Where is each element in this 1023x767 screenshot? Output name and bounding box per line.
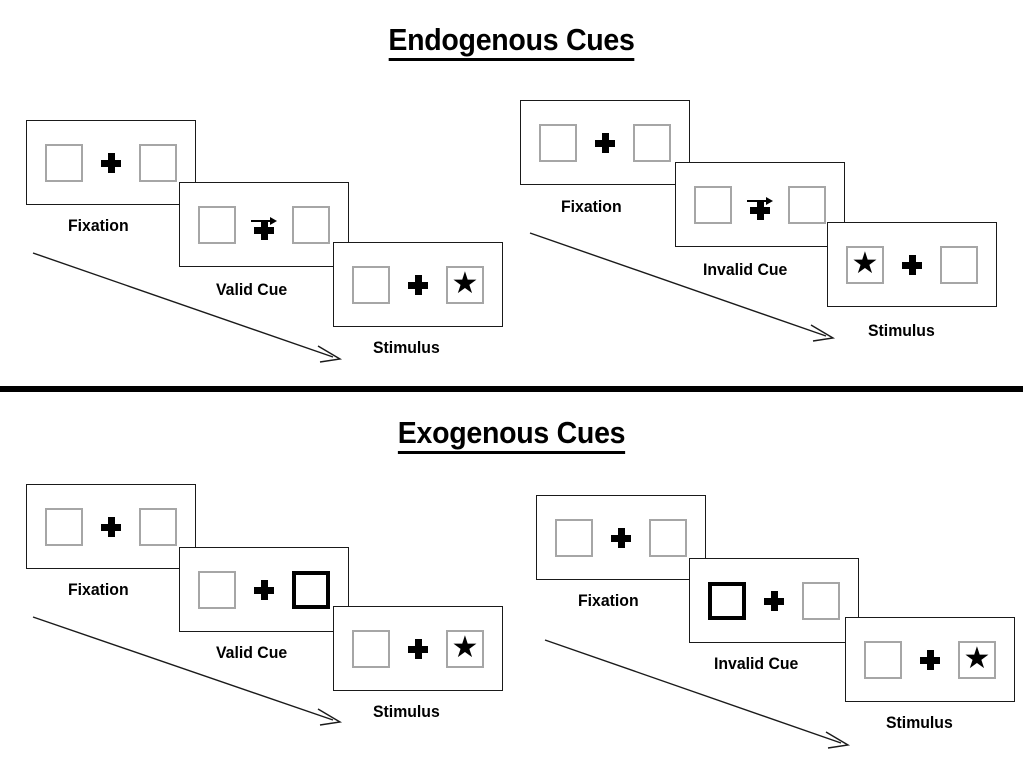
- caption-exo-invalid-stimulus: Stimulus: [886, 713, 953, 732]
- cue-arrow-right-icon: [251, 216, 277, 226]
- fixation-plus-icon: [101, 516, 121, 537]
- right-box: ★: [958, 640, 996, 679]
- fixation-plus-icon: [254, 579, 274, 600]
- left-box: [555, 518, 593, 557]
- panel-exo-invalid-fixation[interactable]: [536, 495, 706, 580]
- left-box: [352, 265, 390, 304]
- right-box: [139, 143, 177, 182]
- caption-exo-valid-stimulus: Stimulus: [373, 702, 440, 721]
- left-box: ★: [846, 245, 884, 284]
- caption-endo-valid-cue: Valid Cue: [216, 280, 288, 299]
- left-box: [45, 507, 83, 546]
- panel-endo-invalid-fixation[interactable]: [520, 100, 690, 185]
- left-box: [539, 123, 577, 162]
- right-box: [292, 205, 330, 244]
- panel-content: [45, 507, 177, 546]
- panel-exo-valid-cue[interactable]: [179, 547, 349, 632]
- right-box: [139, 507, 177, 546]
- star-icon: ★: [963, 641, 991, 675]
- panel-exo-invalid-stimulus[interactable]: ★: [845, 617, 1015, 702]
- right-box: [940, 245, 978, 284]
- caption-endo-invalid-stimulus: Stimulus: [868, 321, 935, 340]
- left-box-cued: [708, 581, 746, 620]
- star-icon: ★: [851, 246, 879, 280]
- left-box: [694, 185, 732, 224]
- fixation-plus-icon: [101, 152, 121, 173]
- left-box: [198, 205, 236, 244]
- section-title-exogenous-text: Exogenous Cues: [397, 416, 626, 454]
- fixation-plus-icon: [764, 590, 784, 611]
- panel-content: ★: [352, 629, 484, 668]
- panel-content: ★: [864, 640, 996, 679]
- panel-content: [198, 570, 330, 609]
- panel-content: ★: [352, 265, 484, 304]
- fixation-plus-icon: [251, 216, 277, 240]
- caption-exo-valid-cue: Valid Cue: [216, 643, 288, 662]
- panel-content: [708, 581, 840, 620]
- section-title-endogenous-text: Endogenous Cues: [388, 23, 635, 61]
- left-box: [198, 570, 236, 609]
- fixation-plus-icon: [920, 649, 940, 670]
- right-box: [788, 185, 826, 224]
- cue-arrow-right-icon: [747, 196, 773, 206]
- left-box: [45, 143, 83, 182]
- star-icon: ★: [451, 630, 479, 664]
- right-box: ★: [446, 265, 484, 304]
- section-title-exogenous: Exogenous Cues: [41, 415, 982, 454]
- panel-content: [45, 143, 177, 182]
- caption-exo-valid-fixation: Fixation: [68, 580, 129, 599]
- fixation-plus-icon: [611, 527, 631, 548]
- right-box-cued: [292, 570, 330, 609]
- panel-exo-invalid-cue[interactable]: [689, 558, 859, 643]
- right-box: [649, 518, 687, 557]
- fixation-plus-icon: [408, 274, 428, 295]
- panel-endo-invalid-cue[interactable]: [675, 162, 845, 247]
- section-divider: [0, 386, 1023, 392]
- fixation-plus-icon: [408, 638, 428, 659]
- right-box: [633, 123, 671, 162]
- caption-exo-invalid-fixation: Fixation: [578, 591, 639, 610]
- panel-endo-valid-cue[interactable]: [179, 182, 349, 267]
- panel-endo-invalid-stimulus[interactable]: ★: [827, 222, 997, 307]
- caption-endo-invalid-fixation: Fixation: [561, 197, 622, 216]
- panel-exo-valid-fixation[interactable]: [26, 484, 196, 569]
- panel-endo-valid-fixation[interactable]: [26, 120, 196, 205]
- right-box: [802, 581, 840, 620]
- fixation-plus-icon: [595, 132, 615, 153]
- panel-content: [539, 123, 671, 162]
- star-icon: ★: [451, 266, 479, 300]
- panel-content: [198, 205, 330, 244]
- panel-exo-valid-stimulus[interactable]: ★: [333, 606, 503, 691]
- panel-content: ★: [846, 245, 978, 284]
- panel-content: [555, 518, 687, 557]
- panel-endo-valid-stimulus[interactable]: ★: [333, 242, 503, 327]
- right-box: ★: [446, 629, 484, 668]
- caption-endo-valid-fixation: Fixation: [68, 216, 129, 235]
- caption-endo-invalid-cue: Invalid Cue: [703, 260, 788, 279]
- left-box: [864, 640, 902, 679]
- section-title-endogenous: Endogenous Cues: [41, 22, 982, 61]
- left-box: [352, 629, 390, 668]
- caption-endo-valid-stimulus: Stimulus: [373, 338, 440, 357]
- panel-content: [694, 185, 826, 224]
- fixation-plus-icon: [747, 196, 773, 220]
- fixation-plus-icon: [902, 254, 922, 275]
- caption-exo-invalid-cue: Invalid Cue: [714, 654, 799, 673]
